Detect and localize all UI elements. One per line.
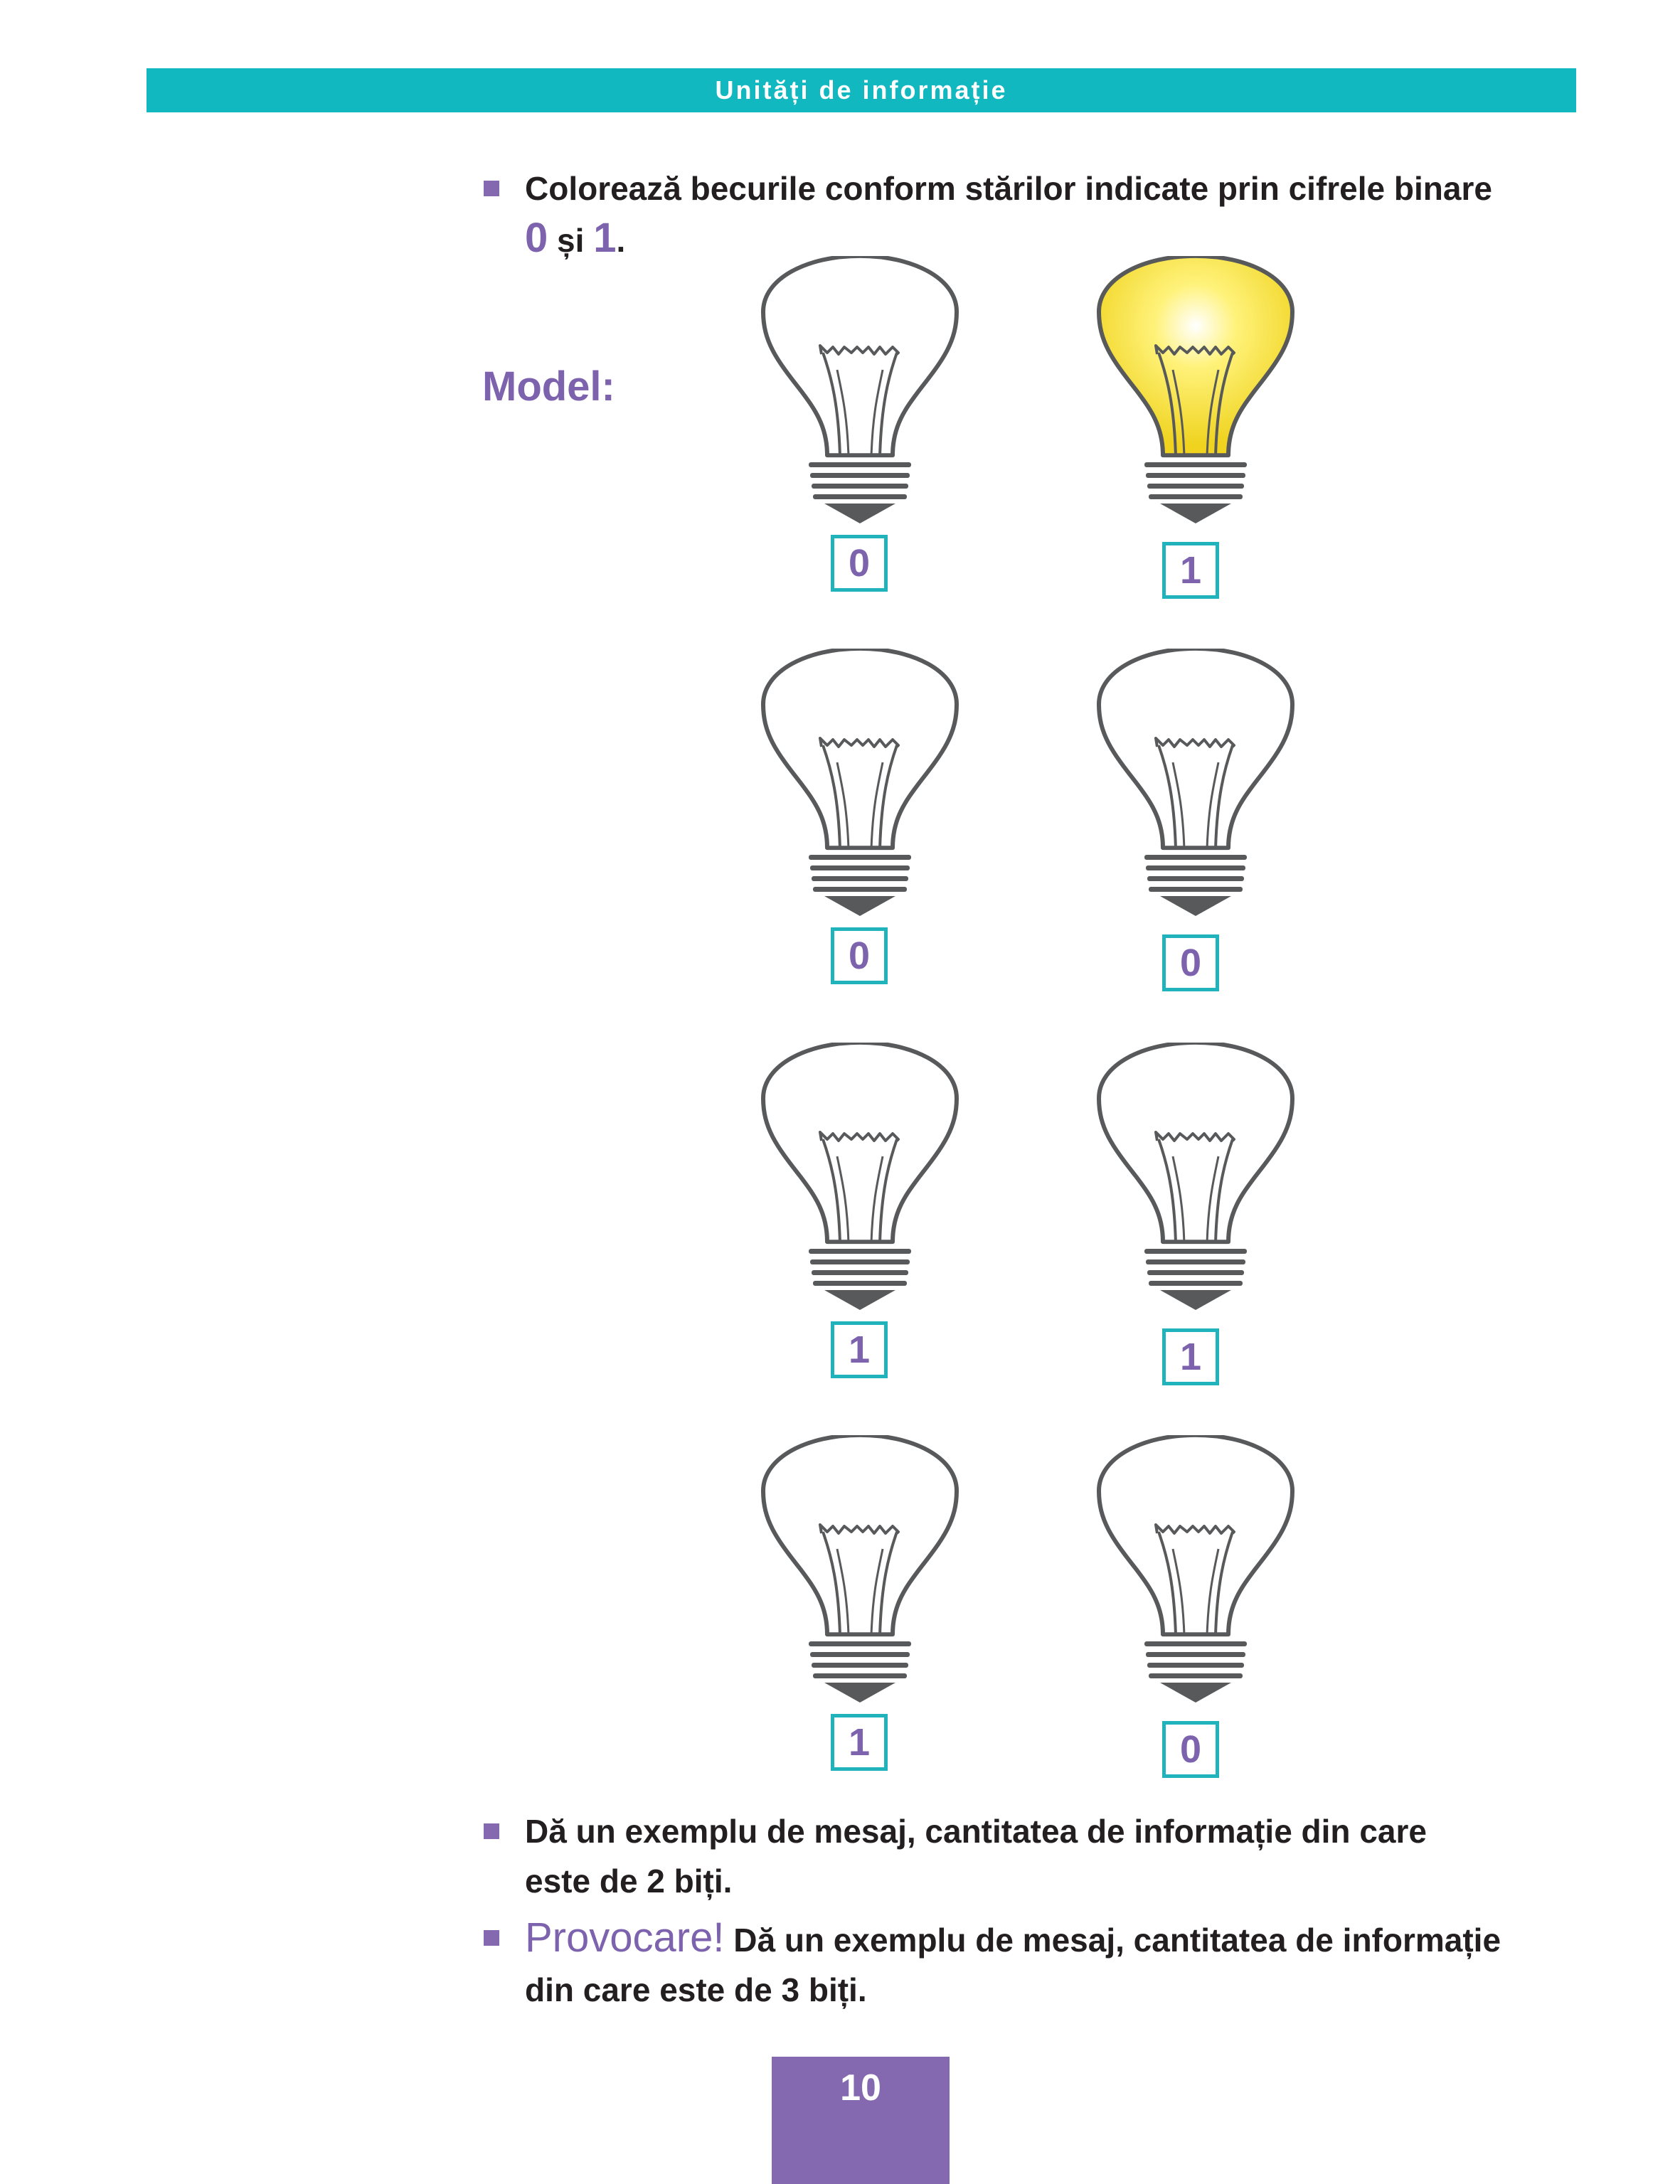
- task-colour-bulbs: Colorează becurile conform stărilor indi…: [484, 164, 1593, 263]
- binary-digit-box: 0: [831, 927, 888, 984]
- binary-digit-box: 0: [1162, 1721, 1219, 1778]
- bulb-base-icon: [1089, 1641, 1302, 1705]
- model-label: Model:: [482, 363, 615, 410]
- bulb-base-icon: [753, 855, 967, 919]
- binary-digit-box: 1: [1162, 542, 1219, 599]
- bulb-base-icon: [1089, 462, 1302, 526]
- page-number-tab: 10: [772, 2057, 950, 2184]
- task-text: Provocare! Dă un exemplu de mesaj, canti…: [525, 1913, 1593, 2015]
- bullet-square-icon: [484, 1930, 499, 1946]
- binary-one: 1: [593, 215, 617, 261]
- binary-digit-box: 1: [1162, 1328, 1219, 1385]
- bulb-base-icon: [1089, 855, 1302, 919]
- task-challenge-3-bits: Provocare! Dă un exemplu de mesaj, canti…: [484, 1913, 1593, 2013]
- task1-and: și: [557, 222, 585, 259]
- binary-digit-box: 0: [1162, 934, 1219, 991]
- task2-line1: Dă un exemplu de mesaj, cantitatea de in…: [525, 1813, 1427, 1850]
- light-bulb-icon: [753, 649, 967, 862]
- bulb-base-icon: [1089, 1249, 1302, 1313]
- light-bulb-icon: [1089, 1043, 1302, 1256]
- header-title: Unități de informație: [715, 75, 1008, 105]
- challenge-label: Provocare!: [525, 1914, 725, 1961]
- light-bulb-icon: [753, 1435, 967, 1648]
- task2-line2: este de 2 biți.: [525, 1863, 733, 1900]
- task3-line2: din care este de 3 biți.: [525, 1971, 867, 2008]
- task1-end: .: [616, 222, 626, 259]
- bulb-base-icon: [753, 1249, 967, 1313]
- binary-digit-box: 1: [831, 1714, 888, 1771]
- bullet-square-icon: [484, 1823, 499, 1839]
- binary-zero: 0: [525, 215, 548, 261]
- bulb-base-icon: [753, 1641, 967, 1705]
- task-text: Colorează becurile conform stărilor indi…: [525, 164, 1593, 265]
- task1-line1: Colorează becurile conform stărilor indi…: [525, 170, 1492, 207]
- light-bulb-icon: [1089, 1435, 1302, 1648]
- light-bulb-icon: [753, 256, 967, 469]
- header-band: Unități de informație: [147, 68, 1576, 112]
- bulb-base-icon: [753, 462, 967, 526]
- bullet-square-icon: [484, 181, 499, 196]
- binary-digit-box: 0: [831, 535, 888, 592]
- task-text: Dă un exemplu de mesaj, cantitatea de in…: [525, 1806, 1593, 1906]
- light-bulb-icon: [1089, 256, 1302, 469]
- page-number: 10: [840, 2067, 881, 2109]
- light-bulb-icon: [1089, 649, 1302, 862]
- task-example-2-bits: Dă un exemplu de mesaj, cantitatea de in…: [484, 1806, 1593, 1906]
- light-bulb-icon: [753, 1043, 967, 1256]
- task3-line1: Dă un exemplu de mesaj, cantitatea de in…: [724, 1922, 1501, 1959]
- binary-digit-box: 1: [831, 1321, 888, 1378]
